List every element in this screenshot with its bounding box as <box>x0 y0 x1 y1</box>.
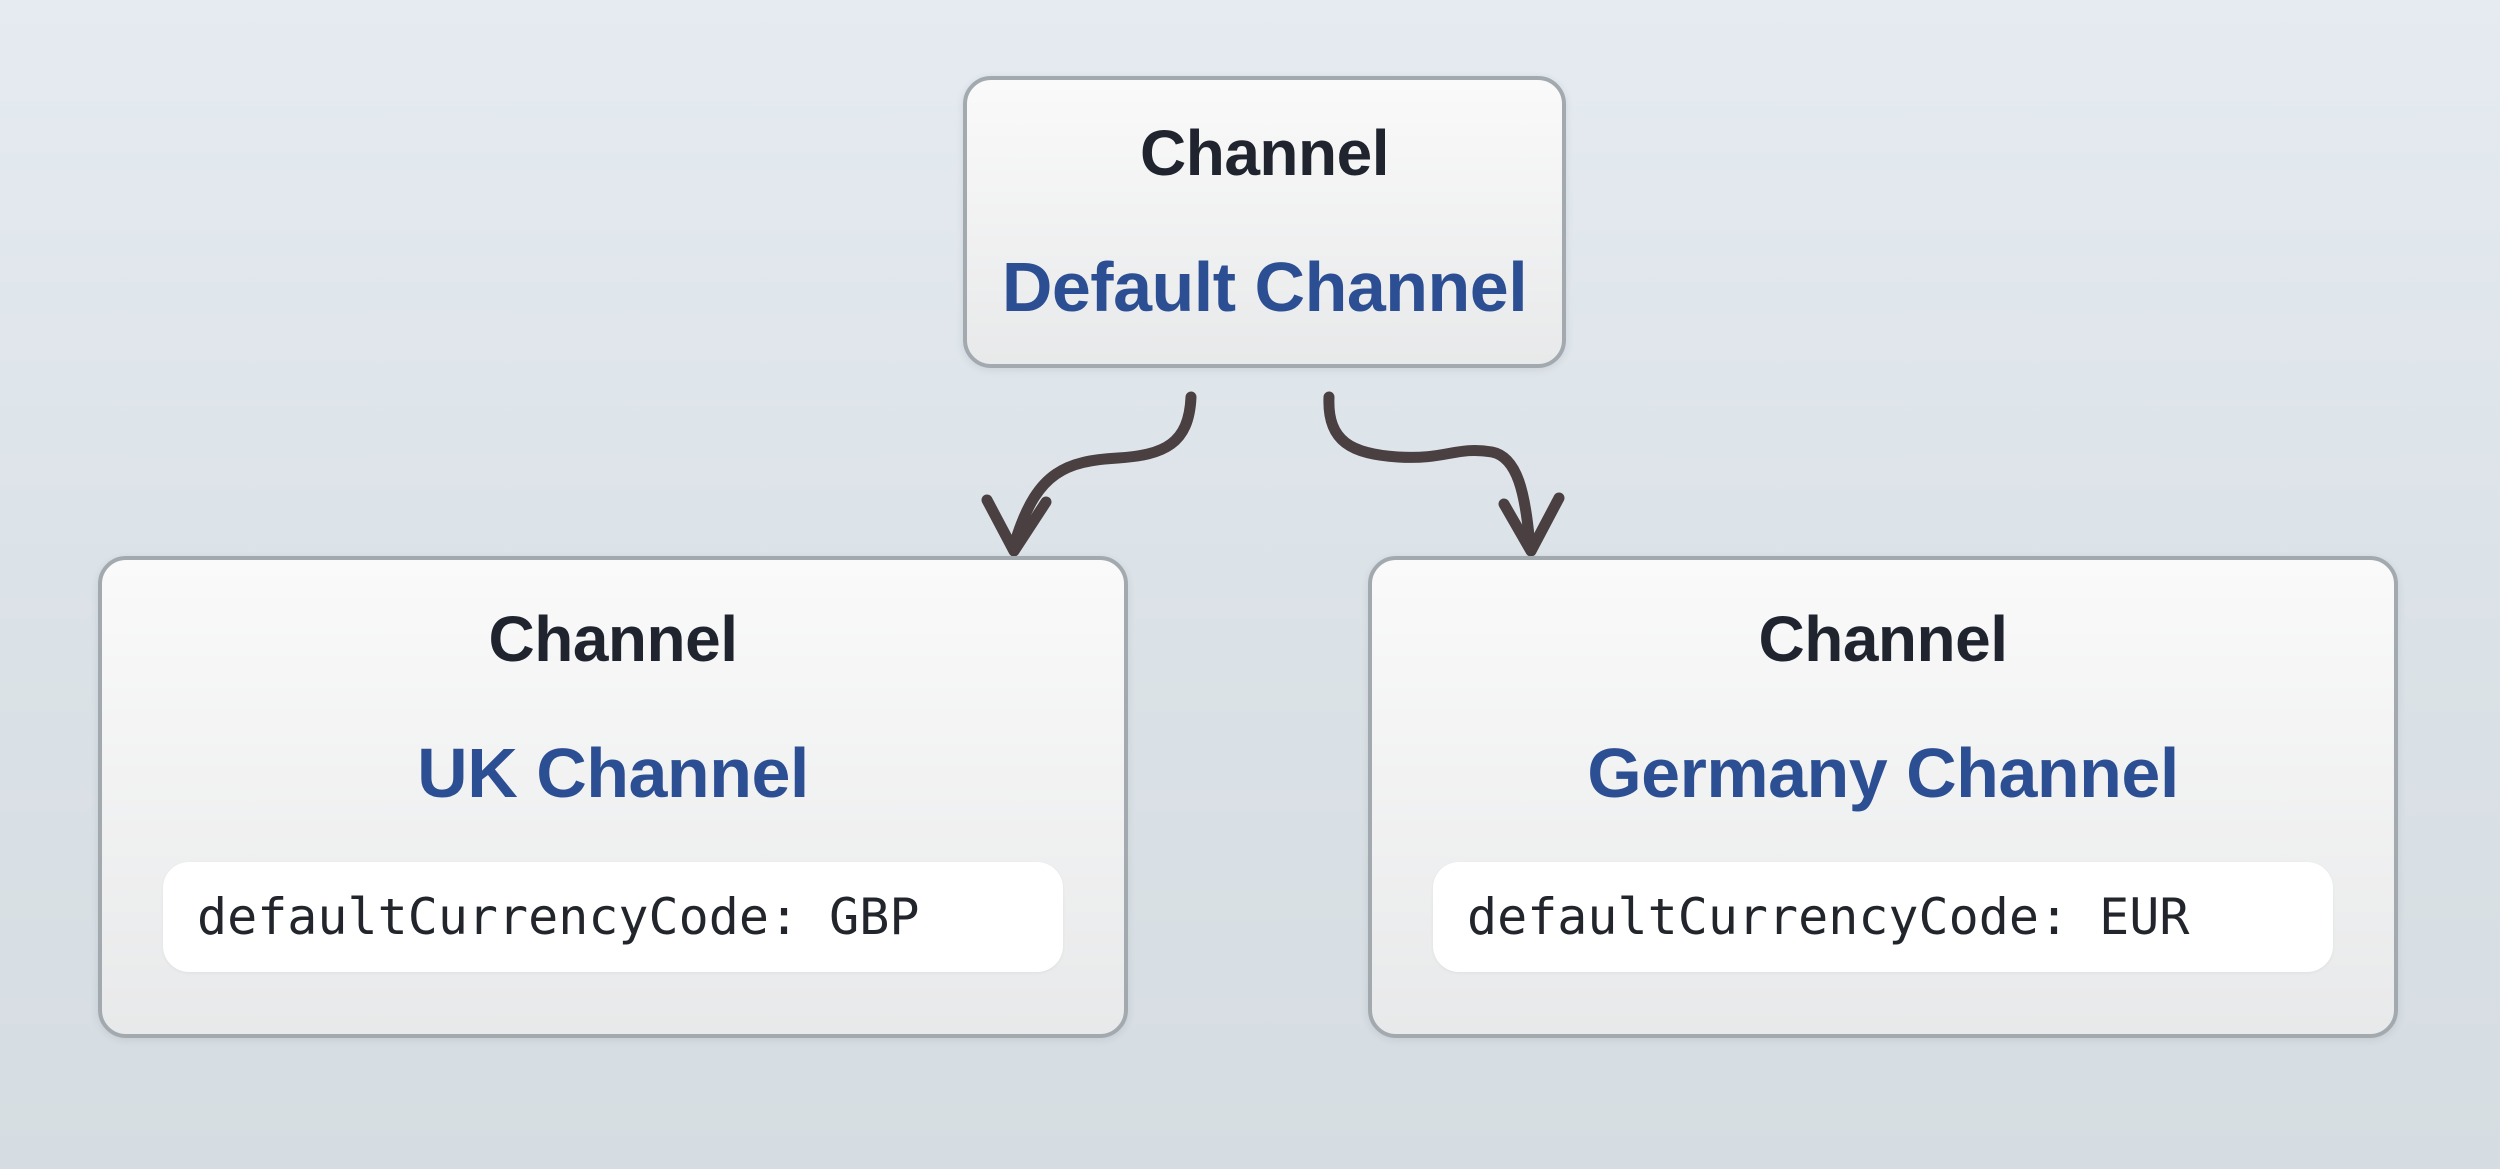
node-germany-channel: Channel Germany Channel defaultCurrencyC… <box>1368 556 2398 1038</box>
code-attribute-text: defaultCurrencyCode: GBP <box>197 888 920 946</box>
edge-root-to-uk-line <box>1011 391 1197 542</box>
node-name-label: Germany Channel <box>1587 734 2179 812</box>
node-type-label: Channel <box>1140 117 1389 189</box>
code-attribute-pill: defaultCurrencyCode: EUR <box>1433 862 2333 972</box>
node-default-channel: Channel Default Channel <box>963 76 1566 368</box>
code-attribute-text: defaultCurrencyCode: EUR <box>1467 888 2190 946</box>
node-name-label: UK Channel <box>417 734 809 812</box>
edge-root-to-germany-line <box>1323 391 1535 542</box>
node-type-label: Channel <box>1758 603 2008 675</box>
code-attribute-pill: defaultCurrencyCode: GBP <box>163 862 1063 972</box>
edge-root-to-uk-arrowhead-icon <box>981 494 1052 557</box>
edge-root-to-germany-arrowhead-icon <box>1498 492 1565 557</box>
node-type-label: Channel <box>488 603 738 675</box>
node-uk-channel: Channel UK Channel defaultCurrencyCode: … <box>98 556 1128 1038</box>
node-name-label: Default Channel <box>1001 248 1528 326</box>
